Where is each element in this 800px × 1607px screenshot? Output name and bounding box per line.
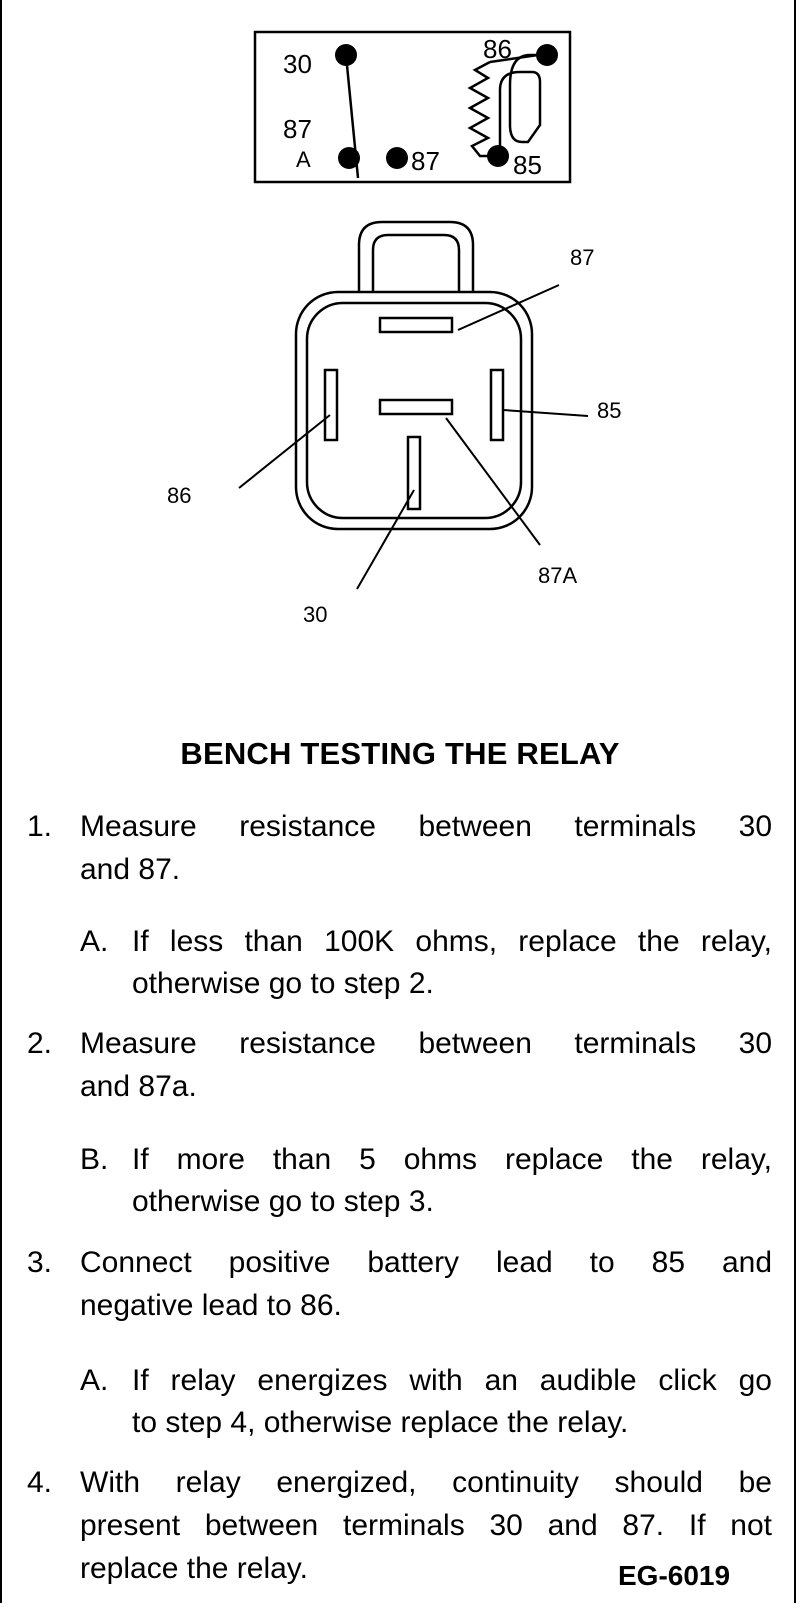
coil-lead — [489, 53, 539, 64]
terminal-30-slot — [406, 435, 422, 511]
terminal-30-dot — [335, 44, 357, 66]
connector-handle-outer — [357, 220, 475, 298]
terminal-87a-dot — [338, 147, 360, 169]
pin-label-30: 30 — [283, 49, 312, 79]
step-line: Measure resistance between terminals 30 — [80, 1027, 772, 1060]
label-30: 30 — [303, 602, 327, 627]
step-number: 2. — [27, 1027, 53, 1060]
substep-letter: A. — [80, 1364, 109, 1397]
pin-label-85: 85 — [513, 150, 542, 180]
substep-1a: A. If less than 100K ohms, replace the r… — [80, 921, 772, 1009]
step-number: 4. — [27, 1466, 53, 1499]
substep-3a: A. If relay energizes with an audible cl… — [80, 1360, 772, 1448]
substep-line: otherwise go to step 3. — [132, 1185, 434, 1218]
relay-diagram: 30 86 87 A 87 85 87 85 86 87A 30 — [167, 30, 621, 627]
label-86: 86 — [167, 483, 191, 508]
step-line: negative lead to 86. — [80, 1289, 342, 1322]
label-87: 87 — [570, 245, 594, 270]
section-heading: BENCH TESTING THE RELAY — [180, 736, 620, 771]
relay-connector: 87 85 86 87A 30 — [167, 220, 621, 627]
step-line: Measure resistance between terminals 30 — [80, 810, 772, 843]
pin-label-87a-top: 87 — [283, 114, 312, 144]
coil-zigzag — [467, 60, 498, 158]
substep-line: If less than 100K ohms, replace the rela… — [132, 925, 772, 958]
relay-schematic: 30 86 87 A 87 85 — [253, 30, 572, 184]
step-line: With relay energized, continuity should … — [80, 1466, 772, 1499]
substep-letter: B. — [80, 1143, 109, 1176]
leader-87 — [457, 284, 560, 331]
pin-label-87a-bottom: A — [296, 147, 311, 172]
pin-label-86: 86 — [483, 34, 512, 64]
coil-loop — [496, 53, 547, 157]
leader-85 — [502, 409, 589, 417]
step-line: present between terminals 30 and 87. If … — [80, 1509, 772, 1542]
step-text: Connect positive battery lead to 85 and … — [80, 1241, 772, 1327]
terminal-87-slot — [378, 316, 454, 334]
label-87A: 87A — [538, 563, 577, 588]
substep-line: otherwise go to step 2. — [132, 967, 434, 1000]
leader-86 — [238, 414, 331, 489]
step-1: 1. Measure resistance between terminals … — [27, 805, 772, 895]
step-4: 4. With relay energized, continuity shou… — [27, 1461, 772, 1596]
terminal-87a-slot — [378, 398, 454, 416]
step-text: Measure resistance between terminals 30 … — [80, 1022, 772, 1108]
step-number: 1. — [27, 810, 53, 843]
label-85: 85 — [597, 398, 621, 423]
substep-line: to step 4, otherwise replace the relay. — [132, 1406, 629, 1439]
leader-30 — [356, 489, 415, 590]
terminal-86-slot — [323, 368, 339, 442]
step-2: 2. Measure resistance between terminals … — [27, 1022, 772, 1112]
terminal-85-slot — [489, 368, 505, 442]
substep-text: If relay energizes with an audible click… — [132, 1360, 772, 1444]
substep-letter: A. — [80, 925, 109, 958]
figure-code: EG-6019 — [618, 1560, 731, 1591]
step-number: 3. — [27, 1246, 53, 1279]
step-3: 3. Connect positive battery lead to 85 a… — [27, 1241, 772, 1331]
step-text: Measure resistance between terminals 30 … — [80, 805, 772, 891]
pin-label-87: 87 — [411, 146, 440, 176]
step-line: and 87a. — [80, 1070, 197, 1103]
step-text: With relay energized, continuity should … — [80, 1461, 772, 1590]
schematic-border — [253, 30, 572, 184]
connector-handle-inner — [371, 233, 461, 298]
substep-2b: B. If more than 5 ohms replace the relay… — [80, 1139, 772, 1227]
step-line: replace the relay. — [80, 1552, 308, 1585]
substep-line: If relay energizes with an audible click… — [132, 1364, 772, 1397]
substep-line: If more than 5 ohms replace the relay, — [132, 1143, 772, 1176]
substep-text: If more than 5 ohms replace the relay, o… — [132, 1139, 772, 1223]
leader-87a — [445, 417, 541, 546]
step-line: and 87. — [80, 853, 181, 886]
substep-text: If less than 100K ohms, replace the rela… — [132, 921, 772, 1005]
step-line: Connect positive battery lead to 85 and — [80, 1246, 772, 1279]
terminal-87-dot — [386, 147, 408, 169]
